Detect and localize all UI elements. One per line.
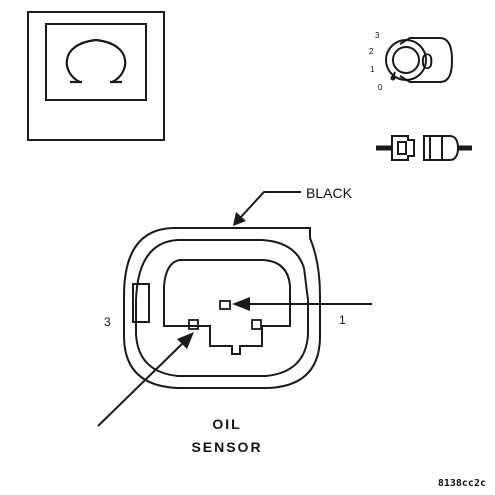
ohm-symbol-icon: [65, 38, 127, 84]
ignition-cylinder-mark: 0: [421, 49, 433, 74]
pin-terminal-3: [188, 319, 199, 330]
pin-terminal-1: [219, 300, 231, 310]
pin-terminal-2: [251, 319, 262, 330]
connector-color-leader: [239, 191, 301, 219]
ignition-position-3: 3: [375, 31, 380, 40]
connector-pin-terminals: [188, 300, 262, 330]
pin-number-right: 1: [339, 313, 346, 327]
ignition-key-icon: 3 2 1 0 0: [369, 31, 454, 92]
pin-number-left: 3: [104, 315, 111, 329]
oil-sensor-connector-face: [123, 227, 321, 389]
ignition-position-0: 0: [378, 83, 383, 92]
ignition-position-1: 1: [370, 65, 375, 74]
connector-color-arrowhead: [233, 212, 246, 226]
sensor-label-line2: SENSOR: [191, 439, 262, 455]
disconnect-connector-icon: [376, 135, 472, 161]
ignition-position-2: 2: [369, 47, 374, 56]
ohmmeter-icon: [27, 11, 165, 141]
figure-id: 8138cc2c: [438, 478, 486, 489]
probe-arrow-pin-1: [232, 297, 372, 311]
sensor-label-line1: OIL: [212, 416, 241, 432]
probe-arrow-pin-3: [97, 332, 194, 427]
connector-color-label: BLACK: [306, 185, 353, 201]
